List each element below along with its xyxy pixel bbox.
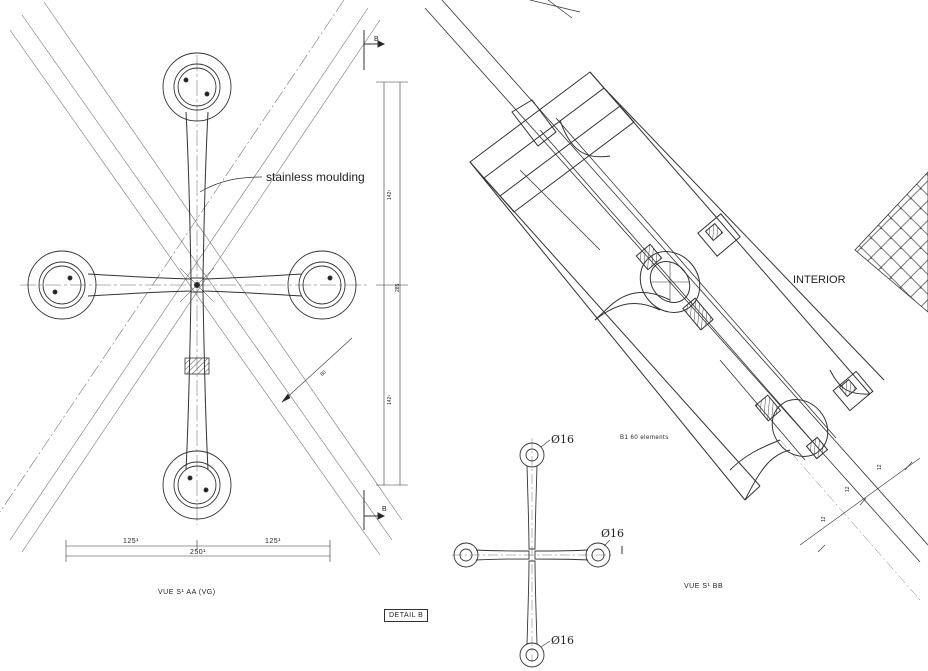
vertical-dimensions	[376, 81, 408, 486]
detail-b	[452, 438, 623, 668]
view-bb-caption: VUE S¹ BB	[684, 583, 724, 590]
bb-dim-b-label: 12	[845, 486, 851, 492]
diameter-right-label: Ø16	[601, 527, 625, 540]
bb-dim-c-label: 12	[877, 464, 883, 470]
section-mark-top-label: B	[374, 36, 380, 43]
stainless-moulding-label: stainless moulding	[266, 170, 365, 184]
dim-vert-bottom-label: 142¹	[387, 394, 393, 405]
frame-diagonals	[424, 0, 928, 601]
node-upper	[635, 213, 741, 331]
view-bb	[424, 0, 928, 601]
section-mark	[363, 30, 386, 530]
bb-dimensions	[799, 457, 921, 553]
fixing-boss-left	[27, 250, 97, 320]
node-lower	[754, 370, 874, 460]
horizontal-dimensions	[65, 540, 331, 562]
interior-label: INTERIOR	[793, 274, 846, 286]
bb-dim-a-label: 12	[821, 516, 827, 522]
fixing-boss-top	[162, 52, 232, 122]
main-bars	[469, 71, 885, 501]
detail-b-label: DETAIL B	[384, 609, 429, 622]
spool-shapes	[559, 119, 871, 501]
glass-joint-lines	[0, 0, 403, 556]
dim-left-label: 125¹	[123, 538, 140, 545]
dim-right-label: 125¹	[265, 538, 282, 545]
diagonal-dimension	[281, 337, 353, 403]
spider-arms	[87, 111, 303, 471]
section-mark-bottom-label: B	[382, 506, 388, 513]
elements-note: B1 60 elements	[620, 435, 669, 441]
dim-vert-mid-label: 285	[395, 283, 401, 292]
fixing-boss-bottom	[162, 450, 232, 520]
view-aa	[0, 0, 408, 562]
dim-center-label: 250¹	[190, 549, 207, 556]
inner-rods	[519, 117, 837, 461]
view-aa-caption: VUE S¹ AA (VG)	[158, 589, 216, 596]
fixing-boss-right	[287, 250, 357, 320]
center-lines	[20, 55, 370, 525]
dim-vert-top-label: 142¹	[387, 189, 393, 200]
section-hatch	[184, 357, 210, 375]
annotation-leader	[199, 176, 263, 193]
glass-mesh	[854, 171, 928, 313]
diameter-top-label: Ø16	[551, 433, 575, 446]
diameter-bottom-label: Ø16	[551, 634, 575, 647]
